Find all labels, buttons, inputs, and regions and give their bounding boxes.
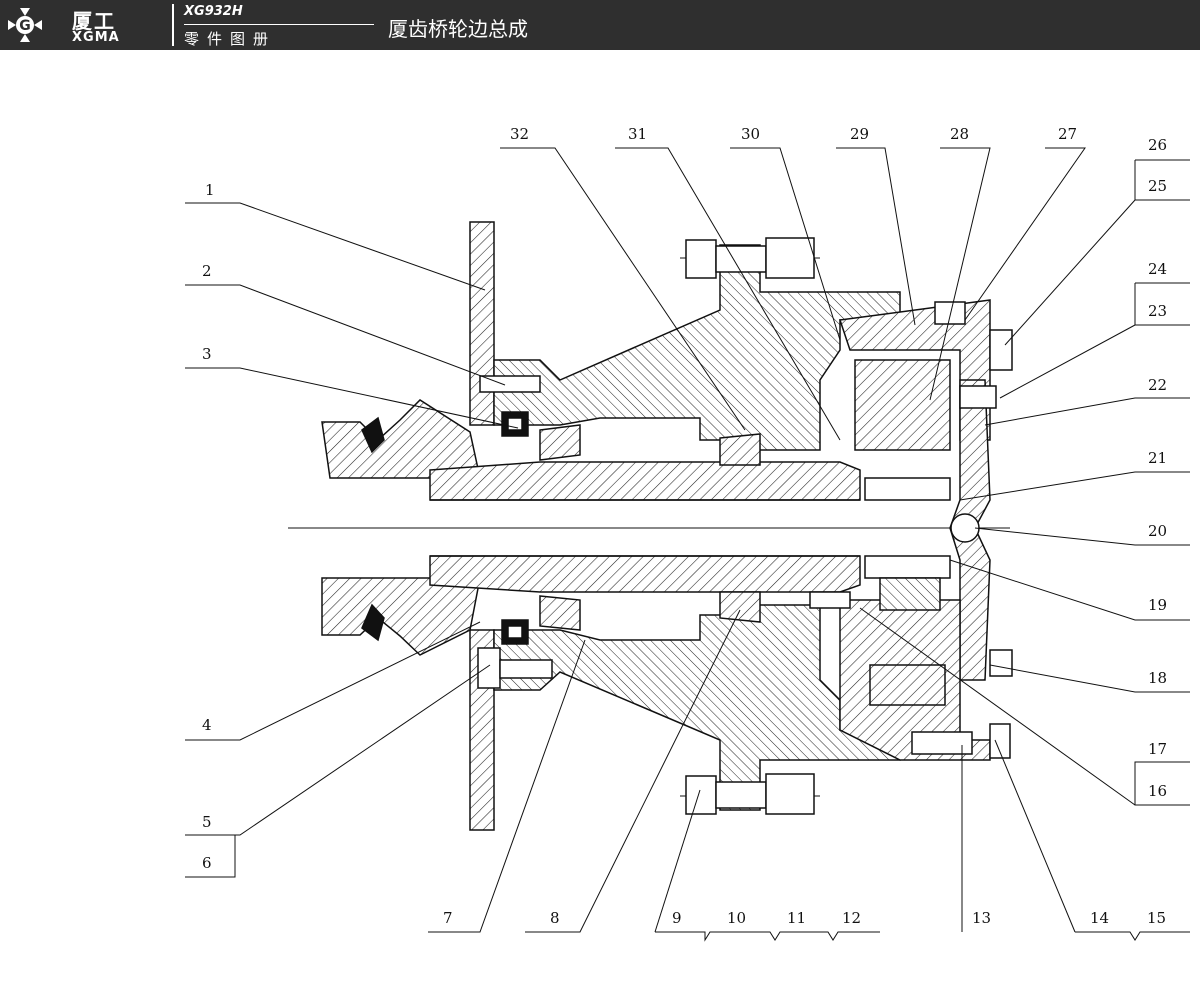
callout-12: 12 bbox=[842, 909, 861, 927]
callout-27: 27 bbox=[1058, 125, 1077, 143]
callout-32: 32 bbox=[510, 125, 529, 143]
svg-text:G: G bbox=[19, 18, 31, 34]
assembly-title: 厦齿桥轮边总成 bbox=[388, 17, 528, 41]
callout-5: 5 bbox=[202, 813, 212, 831]
callout-26: 26 bbox=[1148, 136, 1167, 154]
callout-labels: 1 2 3 4 5 6 7 8 9 10 11 12 13 14 15 16 1… bbox=[202, 125, 1167, 927]
callout-28: 28 bbox=[950, 125, 969, 143]
callout-7: 7 bbox=[443, 909, 453, 927]
callout-13: 13 bbox=[972, 909, 991, 927]
callout-3: 3 bbox=[202, 345, 212, 363]
part-geometry bbox=[288, 221, 1013, 831]
callout-23: 23 bbox=[1148, 302, 1167, 320]
callout-24: 24 bbox=[1148, 260, 1167, 278]
header-bar: G 厦工 XGMA XG932H 零件图册 厦齿桥轮边总成 bbox=[0, 0, 1200, 50]
catalog-title: 零件图册 bbox=[184, 30, 277, 48]
callout-1: 1 bbox=[205, 181, 215, 199]
model-number: XG932H bbox=[184, 4, 243, 19]
callout-15: 15 bbox=[1147, 909, 1166, 927]
callout-16: 16 bbox=[1148, 782, 1167, 800]
callout-30: 30 bbox=[741, 125, 760, 143]
callout-14: 14 bbox=[1090, 909, 1109, 927]
callout-25: 25 bbox=[1148, 177, 1167, 195]
header-divider bbox=[172, 4, 174, 46]
callout-6: 6 bbox=[202, 854, 212, 872]
callout-4: 4 bbox=[202, 716, 212, 734]
callout-29: 29 bbox=[850, 125, 869, 143]
callout-8: 8 bbox=[550, 909, 560, 927]
callout-22: 22 bbox=[1148, 376, 1167, 394]
callout-20: 20 bbox=[1148, 522, 1167, 540]
callout-31: 31 bbox=[628, 125, 647, 143]
brand-name-en: XGMA bbox=[72, 30, 120, 45]
callout-10: 10 bbox=[727, 909, 746, 927]
callout-18: 18 bbox=[1148, 669, 1167, 687]
callout-11: 11 bbox=[787, 909, 806, 927]
callout-19: 19 bbox=[1148, 596, 1167, 614]
callout-2: 2 bbox=[202, 262, 212, 280]
xgma-logo-icon: G bbox=[8, 8, 42, 42]
exploded-assembly-drawing: 1 2 3 4 5 6 7 8 9 10 11 12 13 14 15 16 1… bbox=[185, 125, 1190, 942]
header-rule bbox=[184, 24, 374, 25]
callout-9: 9 bbox=[672, 909, 682, 927]
callout-21: 21 bbox=[1148, 449, 1167, 467]
callout-17: 17 bbox=[1148, 740, 1167, 758]
leader-lines bbox=[185, 147, 1190, 942]
brand-name-cn: 厦工 bbox=[72, 9, 116, 33]
